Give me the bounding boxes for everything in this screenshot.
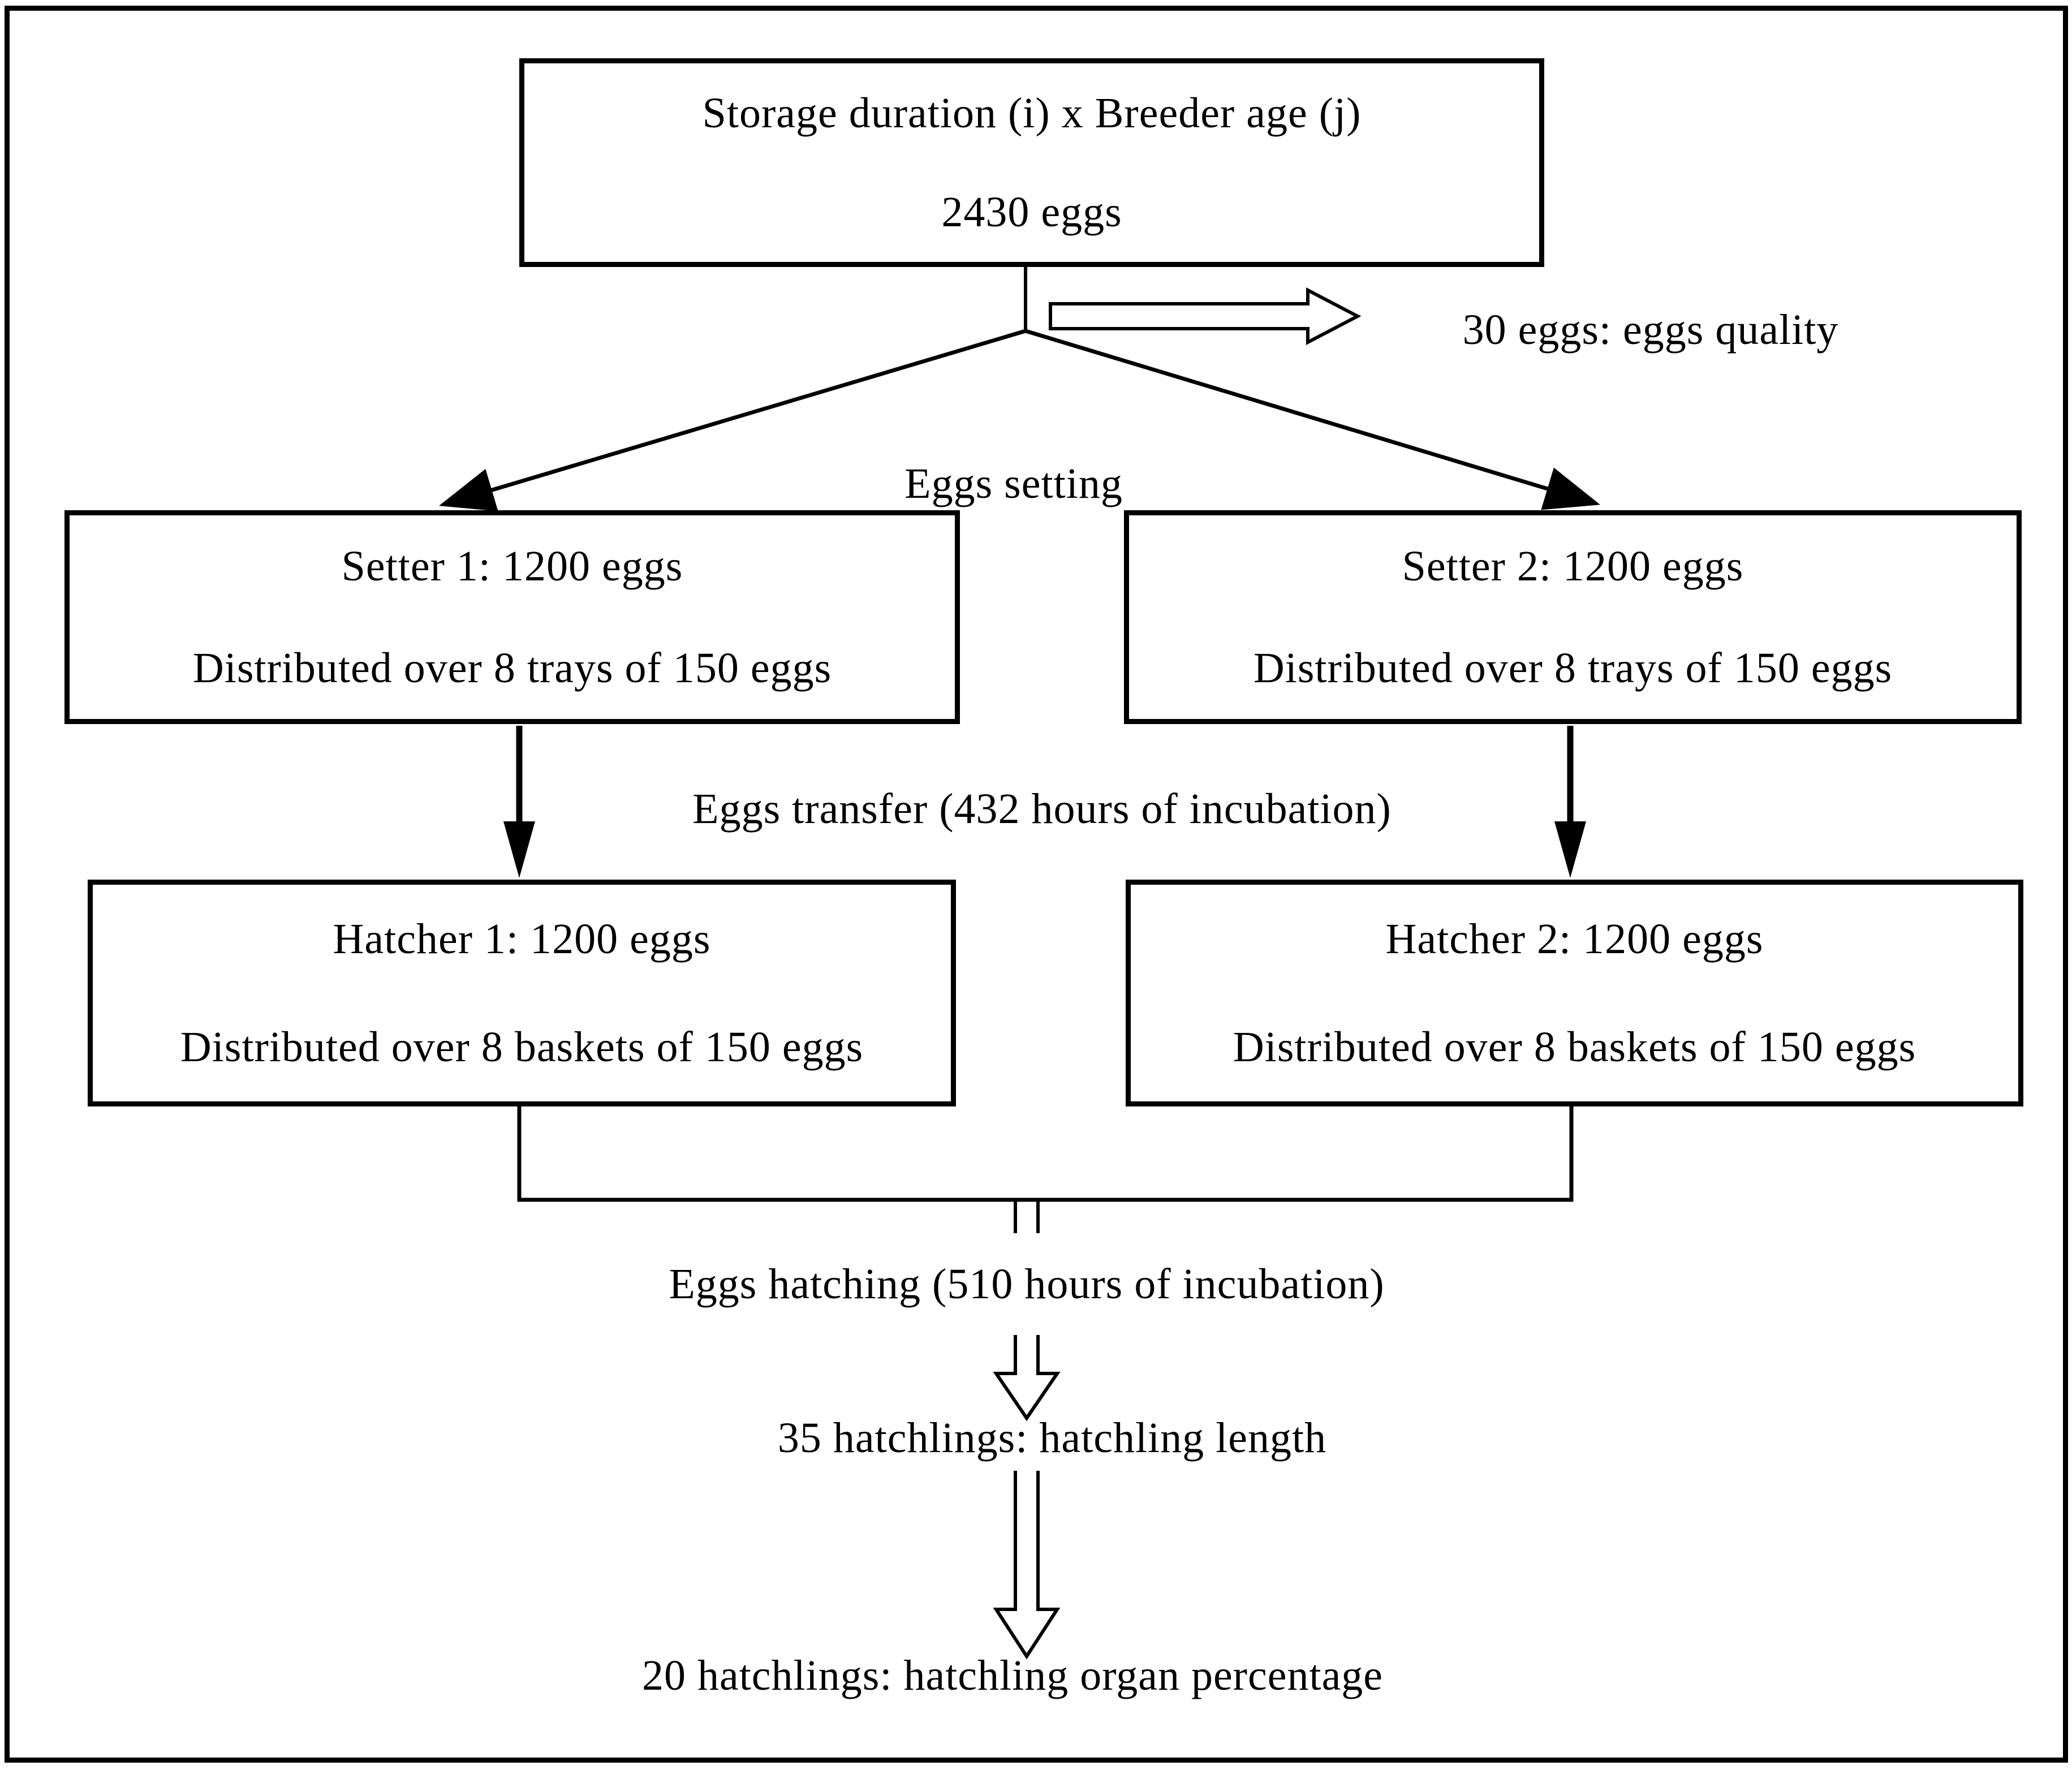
- organ-percentage-label: 20 hatchlings: hatchling organ percentag…: [641, 1652, 1384, 1699]
- storage-duration-box-count: 2430 eggs: [941, 188, 1122, 236]
- hatcher2-box-detail: Distributed over 8 baskets of 150 eggs: [1233, 1023, 1916, 1071]
- branch-arrow-left: [438, 329, 1027, 511]
- hatcher2-box: Hatcher 2: 1200 eggs Distributed over 8 …: [1126, 880, 2023, 1106]
- hatcher2-box-title: Hatcher 2: 1200 eggs: [1385, 915, 1764, 963]
- hatcher1-box-title: Hatcher 1: 1200 eggs: [333, 915, 711, 963]
- hatcher1-box-detail: Distributed over 8 baskets of 150 eggs: [180, 1023, 864, 1071]
- setter2-box-title: Setter 2: 1200 eggs: [1402, 542, 1744, 590]
- storage-duration-box: Storage duration (i) x Breeder age (j) 2…: [519, 58, 1544, 267]
- eggs-hatching-label: Eggs hatching (510 hours of incubation): [669, 1260, 1385, 1308]
- outer-frame: [5, 6, 2068, 1763]
- hatchling-length-label: 35 hatchlings: hatchling length: [777, 1414, 1327, 1462]
- setter1-box: Setter 1: 1200 eggs Distributed over 8 t…: [64, 510, 960, 724]
- branch-arrow-right: [1024, 329, 1600, 510]
- hatcher1-box: Hatcher 1: 1200 eggs Distributed over 8 …: [88, 880, 956, 1106]
- hatchers-merge-connector: [517, 1106, 1574, 1202]
- hollow-down-arrow-1-icon: [993, 1335, 1061, 1422]
- setter1-to-hatcher1-arrowhead-icon: [503, 821, 535, 878]
- eggs-quality-label: 30 eggs: eggs quality: [1462, 306, 1839, 354]
- setter1-box-title: Setter 1: 1200 eggs: [341, 542, 683, 590]
- setter2-box: Setter 2: 1200 eggs Distributed over 8 t…: [1124, 510, 2022, 724]
- eggs-transfer-label: Eggs transfer (432 hours of incubation): [692, 785, 1392, 833]
- storage-duration-box-title: Storage duration (i) x Breeder age (j): [702, 89, 1362, 137]
- merge-stub-icon: [1014, 1200, 1040, 1233]
- setter2-to-hatcher2-arrowhead-icon: [1554, 821, 1586, 878]
- eggs-setting-label: Eggs setting: [904, 460, 1123, 507]
- hollow-down-arrow-2-icon: [993, 1471, 1061, 1660]
- eggs-quality-arrow-icon: [1049, 287, 1362, 345]
- setter2-box-detail: Distributed over 8 trays of 150 eggs: [1253, 644, 1893, 692]
- setter1-box-detail: Distributed over 8 trays of 150 eggs: [192, 644, 832, 692]
